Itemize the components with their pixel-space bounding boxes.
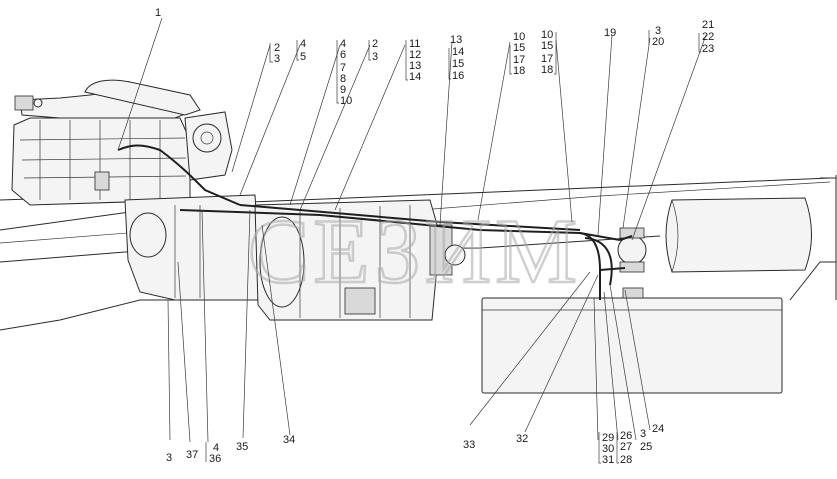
svg-text:25: 25 xyxy=(640,441,652,453)
callout-10-18-b: 10 15 17 18 xyxy=(541,29,553,76)
svg-text:26: 26 xyxy=(620,430,632,442)
svg-text:4: 4 xyxy=(340,38,346,50)
callout-2-3-b: 2 3 xyxy=(372,38,378,63)
callout-1: 1 xyxy=(155,7,161,19)
callout-13-16: 13 14 15 16 xyxy=(450,34,464,82)
svg-text:36: 36 xyxy=(209,453,221,465)
svg-text:13: 13 xyxy=(409,60,421,72)
svg-text:8: 8 xyxy=(340,73,346,85)
svg-text:3: 3 xyxy=(372,51,378,63)
svg-text:14: 14 xyxy=(409,71,421,83)
svg-text:5: 5 xyxy=(300,51,306,63)
fuel-tank xyxy=(481,297,783,394)
engine-block xyxy=(11,117,191,206)
svg-text:10: 10 xyxy=(340,95,352,107)
callout-21-23: 21 22 23 xyxy=(702,19,714,55)
callout-3-bottom: 3 xyxy=(166,452,172,464)
pipelines xyxy=(117,144,633,300)
air-receiver xyxy=(665,197,812,273)
svg-text:4: 4 xyxy=(213,442,219,454)
svg-text:18: 18 xyxy=(541,64,553,76)
callout-26-28: 26 27 28 xyxy=(620,430,632,466)
svg-text:15: 15 xyxy=(513,42,525,54)
callout-brackets-bottom xyxy=(205,432,619,464)
svg-text:11: 11 xyxy=(409,38,420,50)
svg-text:7: 7 xyxy=(340,62,346,74)
svg-text:14: 14 xyxy=(452,46,464,58)
svg-text:6: 6 xyxy=(340,49,346,61)
svg-text:13: 13 xyxy=(450,34,462,46)
svg-text:9: 9 xyxy=(340,84,346,96)
valve-unit xyxy=(617,227,647,299)
svg-text:10: 10 xyxy=(541,29,553,41)
svg-text:10: 10 xyxy=(513,31,525,43)
callouts-top: 1 2 3 4 5 4 6 7 8 9 10 2 3 11 12 13 14 1… xyxy=(155,7,714,107)
callout-24: 24 xyxy=(652,423,664,435)
callout-19: 19 xyxy=(604,27,616,39)
callout-34: 34 xyxy=(283,434,295,446)
callout-brackets xyxy=(269,30,701,104)
svg-text:2: 2 xyxy=(274,42,280,54)
svg-text:12: 12 xyxy=(409,49,421,61)
callout-35: 35 xyxy=(236,441,248,453)
callout-3-20: 3 20 xyxy=(652,25,664,48)
svg-text:3: 3 xyxy=(640,428,646,440)
callout-10-18: 10 15 17 18 xyxy=(513,31,525,77)
callout-4-5: 4 5 xyxy=(300,38,306,63)
callout-32: 32 xyxy=(516,433,528,445)
svg-text:4: 4 xyxy=(300,38,306,50)
callout-4-10: 4 6 7 8 9 10 xyxy=(340,38,352,107)
callout-4-36: 4 36 xyxy=(209,442,221,465)
svg-text:22: 22 xyxy=(702,31,714,43)
svg-text:20: 20 xyxy=(652,36,664,48)
leader-lines xyxy=(117,17,707,443)
svg-text:28: 28 xyxy=(620,454,632,466)
svg-text:29: 29 xyxy=(602,432,614,444)
svg-text:15: 15 xyxy=(452,58,464,70)
callout-2-3: 2 3 xyxy=(274,42,280,65)
svg-text:30: 30 xyxy=(602,443,614,455)
callout-11-14: 11 12 13 14 xyxy=(409,38,421,83)
svg-text:23: 23 xyxy=(702,43,714,55)
callout-33: 33 xyxy=(463,439,475,451)
callout-37: 37 xyxy=(186,449,198,461)
svg-text:3: 3 xyxy=(274,53,280,65)
svg-text:2: 2 xyxy=(372,38,378,50)
svg-text:3: 3 xyxy=(655,25,661,37)
svg-text:31: 31 xyxy=(602,454,614,466)
gearbox xyxy=(254,199,466,321)
callout-29-31: 29 30 31 xyxy=(602,432,614,466)
watermark-text: СЕЗИМ xyxy=(248,200,581,302)
svg-text:17: 17 xyxy=(541,53,553,65)
svg-text:15: 15 xyxy=(541,40,553,52)
svg-text:27: 27 xyxy=(620,441,632,453)
callout-3-25: 3 25 xyxy=(640,428,652,453)
intake-pipes xyxy=(14,79,201,119)
clutch-housing xyxy=(124,194,263,301)
svg-text:16: 16 xyxy=(452,70,464,82)
callouts-bottom: 3 37 4 36 35 34 33 32 29 30 31 26 27 28 … xyxy=(166,423,664,466)
svg-text:18: 18 xyxy=(513,65,525,77)
turbocharger xyxy=(184,111,233,181)
svg-text:21: 21 xyxy=(702,19,714,31)
svg-text:17: 17 xyxy=(513,54,525,66)
